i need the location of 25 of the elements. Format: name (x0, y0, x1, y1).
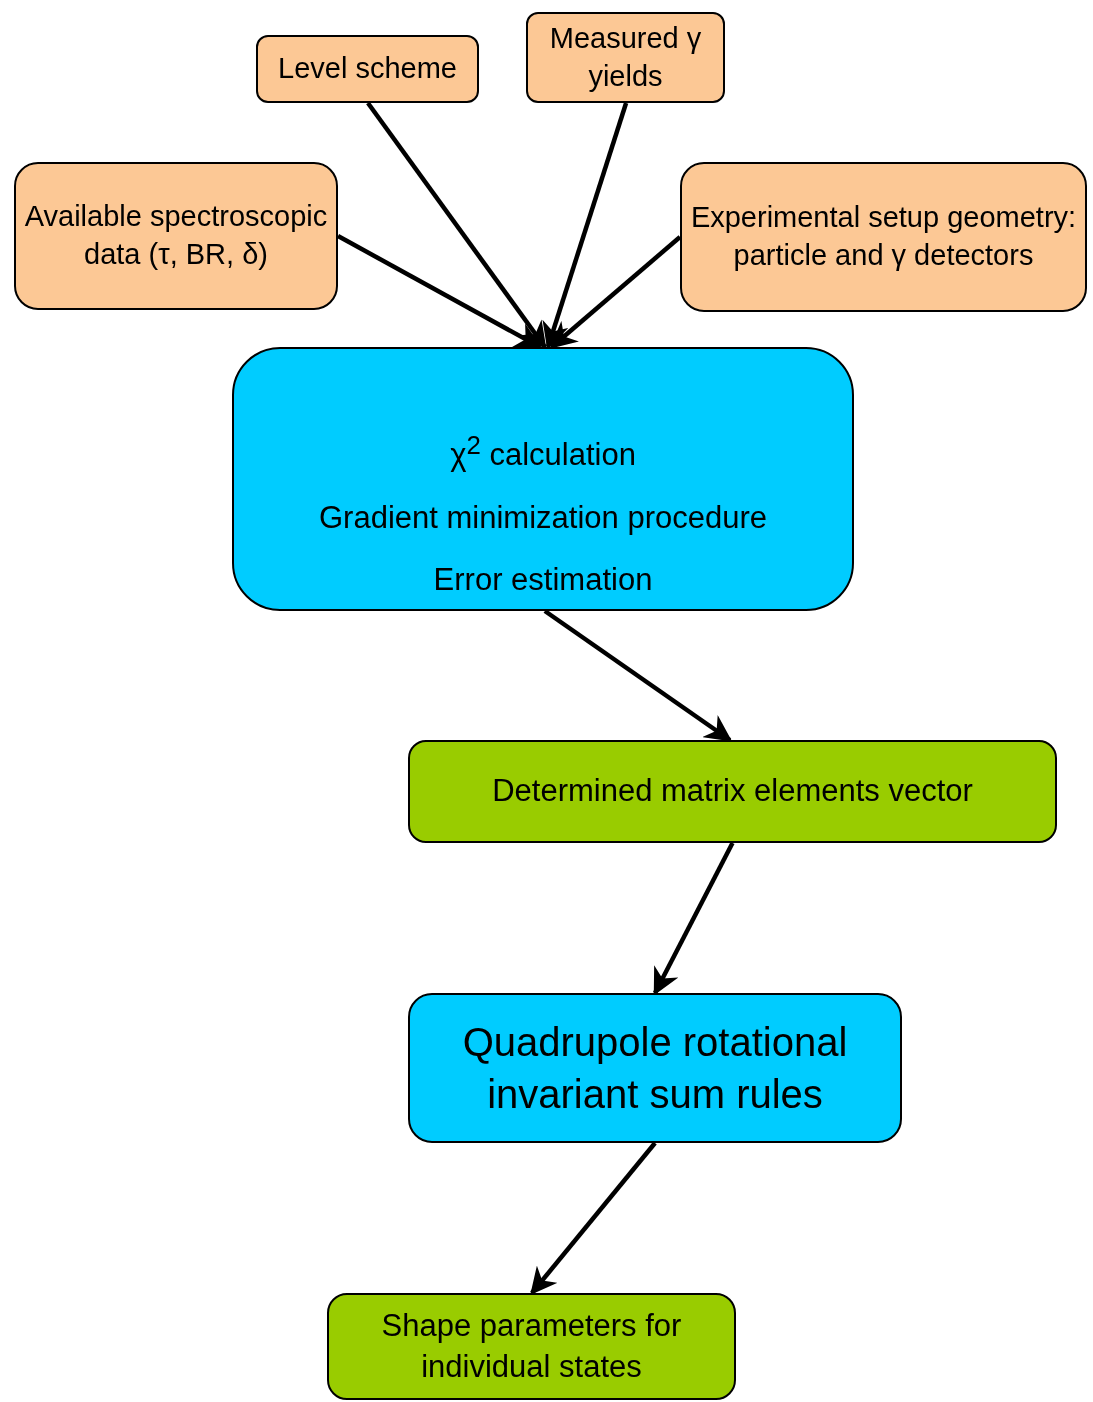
node-text: χ$^{2}$ calculation (450, 430, 636, 475)
input-box (680, 162, 1087, 312)
node-text: Gradient minimization procedure (319, 498, 767, 537)
node-text: Quadrupole rotational invariant sum rules (461, 1019, 849, 1118)
arrow (542, 102, 629, 350)
input-box (526, 12, 725, 103)
arrow (336, 234, 543, 349)
process-box (232, 347, 854, 611)
arrow (366, 101, 547, 350)
arrow (530, 1141, 657, 1296)
input-box (14, 162, 338, 310)
node-text: Error estimation (433, 560, 653, 599)
input-box (256, 35, 479, 103)
process-box (408, 993, 902, 1143)
node-text: Level scheme (278, 51, 457, 87)
node-text: Experimental setup geometry: particle and γ detectors (689, 200, 1078, 273)
node-text: Measured γ yields (548, 20, 703, 94)
node-text: Determined matrix elements vector (492, 772, 973, 811)
result-box (327, 1293, 736, 1400)
arrow (543, 609, 733, 742)
result-box (408, 740, 1057, 843)
arrow (653, 841, 735, 996)
node-text: Available spectroscopic data (τ, BR, δ) (23, 199, 329, 272)
arrow (549, 235, 682, 349)
node-text: Shape parameters for individual states (380, 1307, 683, 1386)
